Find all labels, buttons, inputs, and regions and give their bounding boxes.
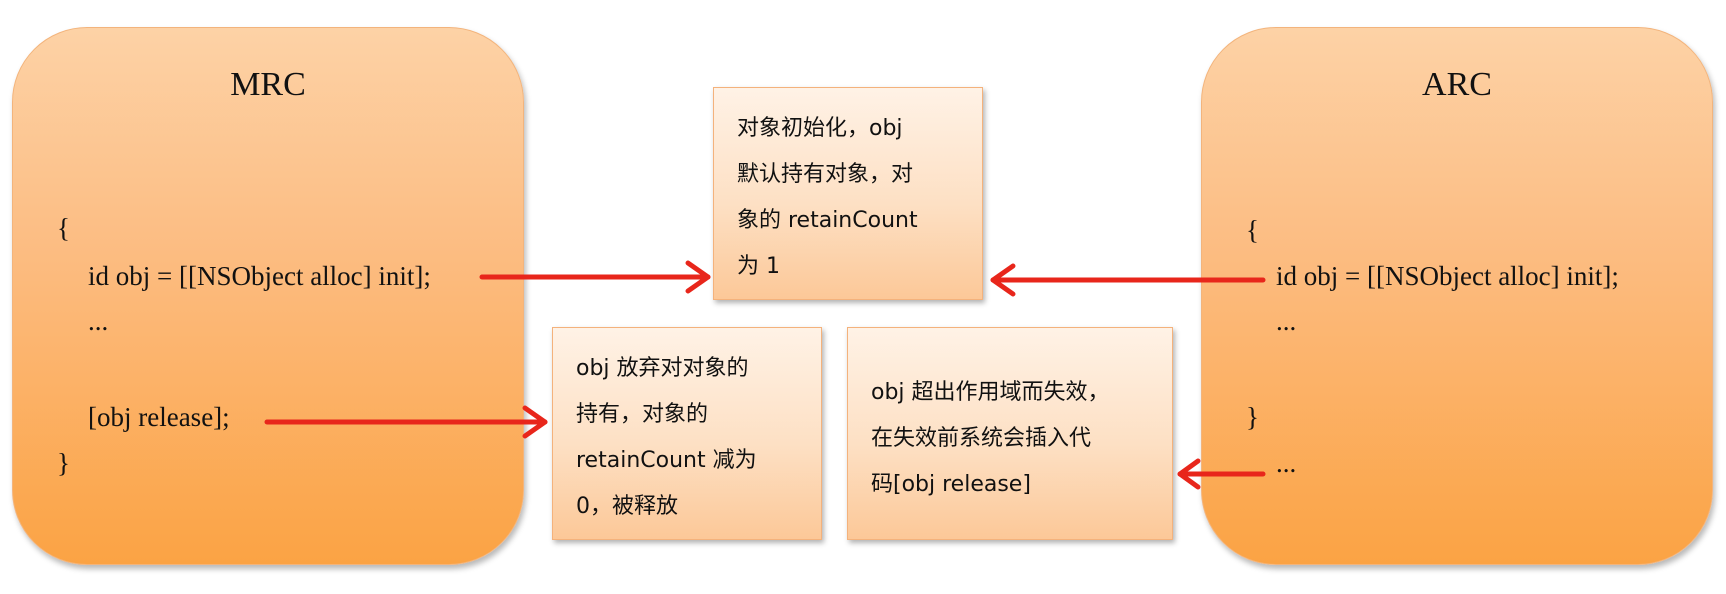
mrc-title: MRC (230, 66, 306, 103)
note-release-line: retainCount 减为 (576, 448, 757, 473)
mrc-code-open-brace: { (57, 213, 70, 243)
note-release-line: obj 放弃对对象的 (576, 356, 749, 381)
arc-code-open-brace: { (1246, 215, 1259, 245)
note-initialization-line: 对象初始化，obj (737, 116, 903, 141)
mrc-code-ellipsis: ... (88, 306, 109, 336)
arc-code-close-brace: } (1246, 402, 1259, 432)
note-initialization: 对象初始化，obj 默认持有对象，对 象的 retainCount 为 1 (713, 87, 983, 300)
note-initialization-line: 默认持有对象，对 (737, 162, 914, 187)
note-initialization-line: 象的 retainCount (737, 208, 918, 233)
note-arc-release: obj 超出作用域而失效， 在失效前系统会插入代 码[obj release] (847, 327, 1173, 540)
arc-code-trailing-ellipsis: ... (1276, 448, 1297, 478)
arc-title: ARC (1422, 66, 1492, 103)
note-release-line: 持有，对象的 (576, 402, 709, 427)
arrow-alloc-to-init-note (479, 260, 711, 294)
note-release: obj 放弃对对象的 持有，对象的 retainCount 减为 0，被释放 (552, 327, 822, 540)
mrc-code-close-brace: } (57, 448, 70, 478)
mrc-code-release: [obj release]; (88, 402, 230, 432)
mrc-panel (12, 27, 524, 565)
arc-code-alloc-init: id obj = [[NSObject alloc] init]; (1276, 261, 1619, 291)
note-arc-release-line: 在失效前系统会插入代 (871, 426, 1092, 451)
note-initialization-line: 为 1 (737, 254, 780, 279)
arc-panel (1201, 27, 1713, 565)
arc-code-ellipsis: ... (1276, 306, 1297, 336)
note-release-line: 0，被释放 (576, 494, 678, 519)
note-arc-release-line: obj 超出作用域而失效， (871, 380, 1110, 405)
note-arc-release-line: 码[obj release] (871, 472, 1031, 497)
arrow-arc-scope-end-to-note (1177, 458, 1266, 490)
arrow-release-to-release-note (264, 405, 548, 439)
arrow-arc-alloc-to-init-note (990, 263, 1266, 297)
mrc-code-alloc-init: id obj = [[NSObject alloc] init]; (88, 261, 431, 291)
